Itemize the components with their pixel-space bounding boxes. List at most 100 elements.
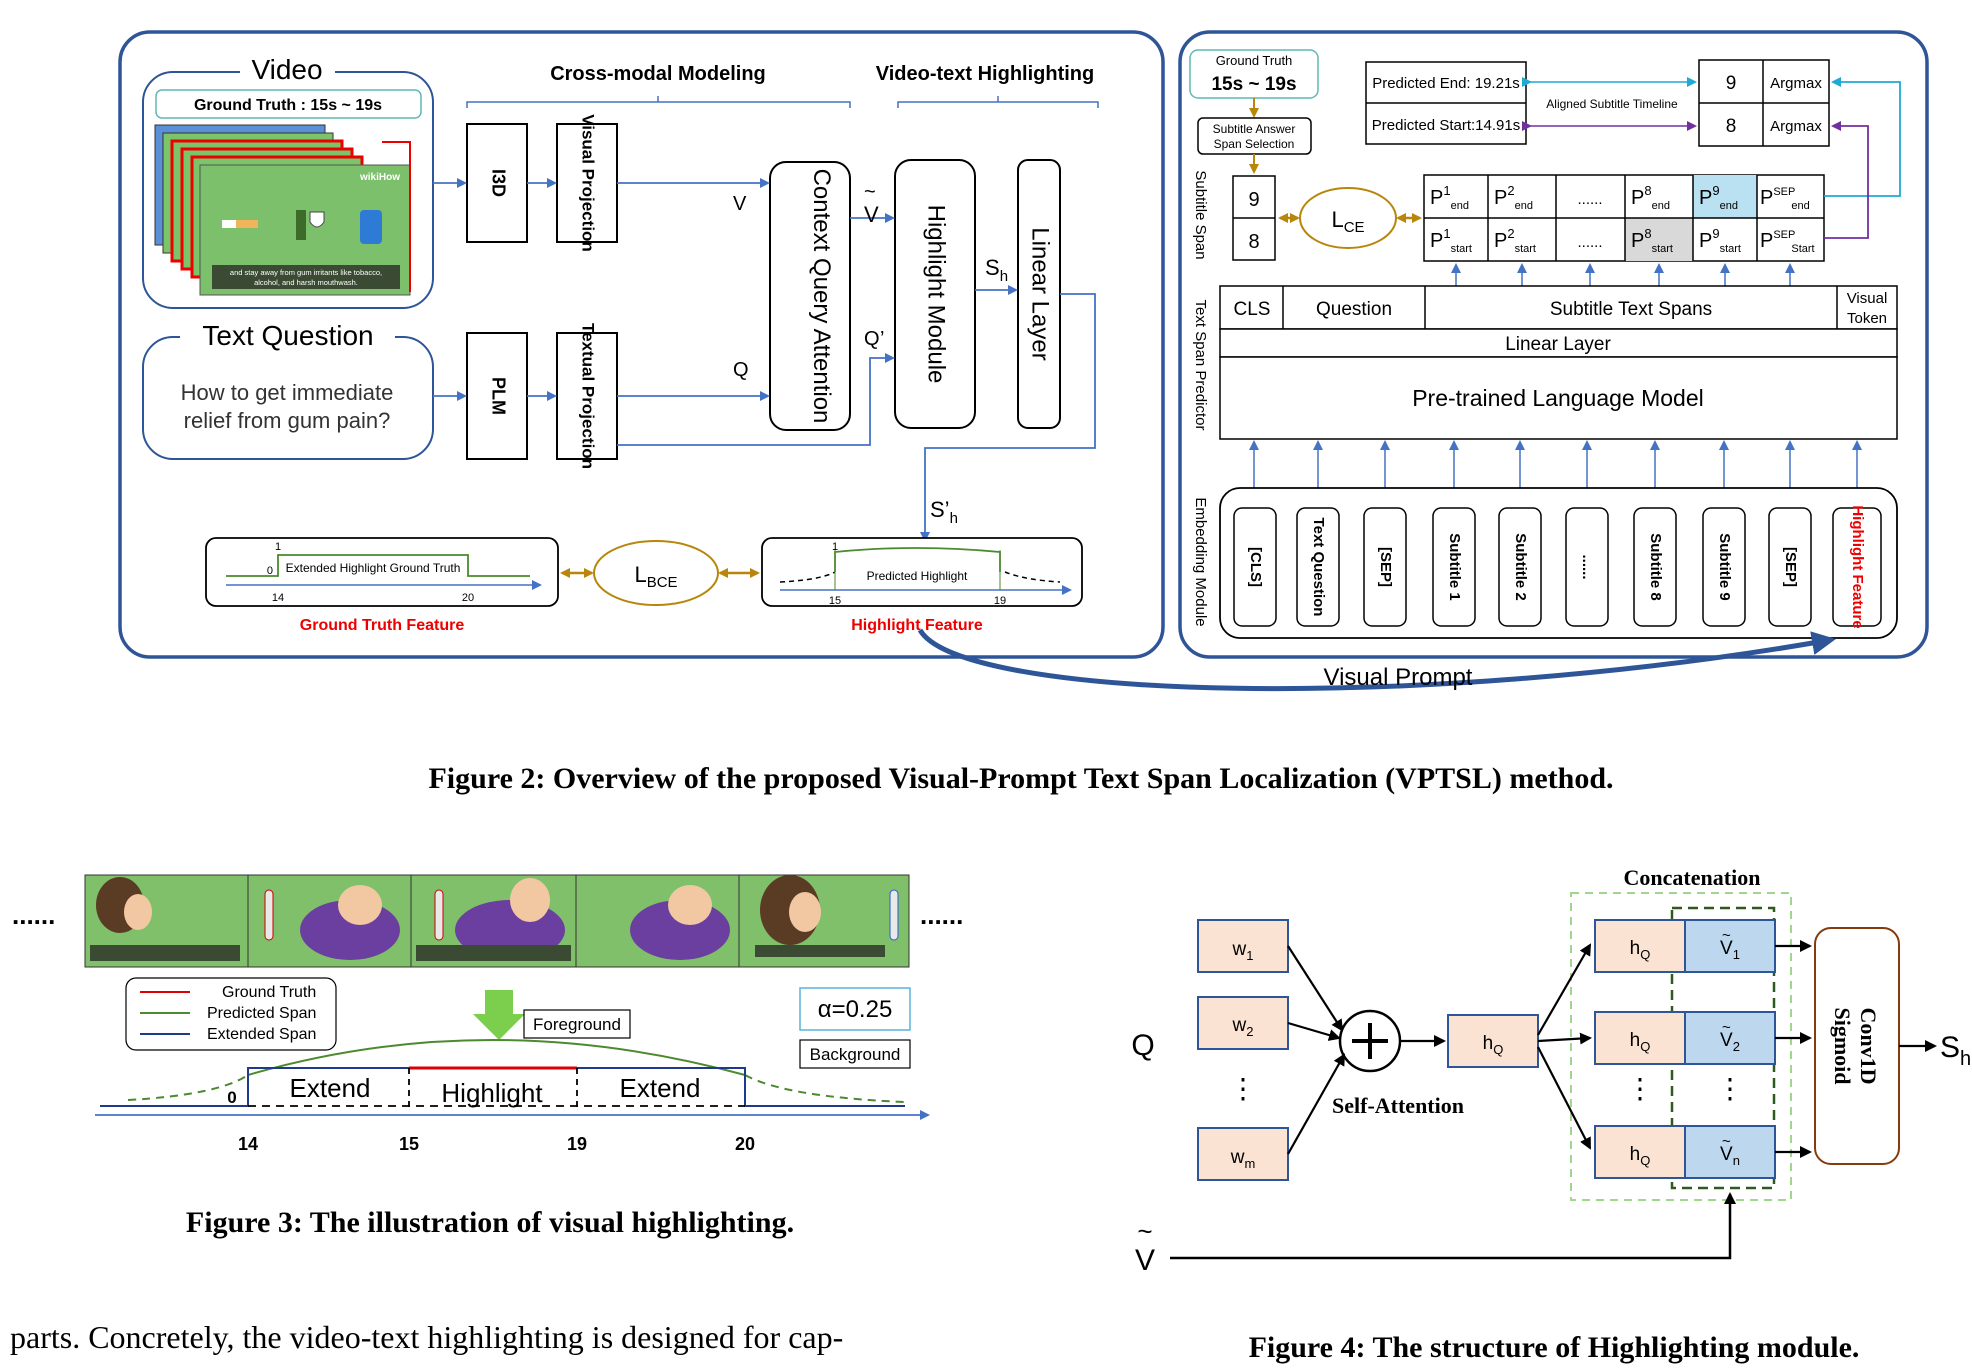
concat-outer-box	[1570, 892, 1792, 1201]
textual-projection-box	[556, 332, 618, 460]
fig2-right-panel	[1178, 30, 1929, 659]
p-start-1: P1start	[1430, 226, 1472, 255]
right-linear-layer	[1219, 328, 1898, 358]
v-row-2	[1684, 1011, 1776, 1065]
hq-row-2	[1594, 1011, 1686, 1065]
hq-row-1	[1594, 919, 1686, 973]
hq-center-box	[1447, 1014, 1539, 1068]
argmax-9: 9	[1726, 73, 1737, 94]
right-gt-value: 15s ~ 19s	[1211, 74, 1296, 95]
right-linear-layer-label: Linear Layer	[1505, 334, 1611, 355]
span-8: 8	[1248, 231, 1259, 253]
hq-row-2-label: hQ	[1630, 1030, 1651, 1054]
cqa-label: Context Query Attention	[808, 169, 835, 424]
token-sep-1: [SEP]	[1377, 547, 1394, 587]
q-prime-label: Q	[864, 328, 880, 350]
out-visual-token-2: Token	[1847, 310, 1887, 327]
v-row-1	[1684, 919, 1776, 973]
question-line-1: How to get immediate	[181, 380, 394, 405]
highlight-module-box	[894, 159, 976, 429]
v-vdots: ⋮	[1716, 1073, 1744, 1104]
token-cls: [CLS]	[1247, 547, 1264, 587]
frame-caption-2: alcohol, and harsh mouthwash.	[254, 278, 358, 287]
hq-row-1-label: hQ	[1630, 938, 1651, 962]
background-label: Background	[810, 1045, 901, 1064]
p-start-dots: ......	[1577, 234, 1602, 251]
predicted-end: Predicted End: 19.21s	[1372, 75, 1520, 92]
q-label: Q	[733, 359, 749, 381]
foreground-arrow	[473, 990, 525, 1040]
v-row-2-label: V2	[1720, 1030, 1740, 1054]
hq-center-label: hQ	[1483, 1033, 1504, 1057]
pretrained-lm-label: Pre-trained Language Model	[1412, 385, 1704, 411]
token-text-question: Text Question	[1310, 518, 1327, 617]
highlight-feature-box	[761, 537, 1083, 607]
highlight-feature-label: Highlight Feature	[851, 617, 983, 634]
out-visual-token-1: Visual	[1847, 290, 1888, 307]
hl-curve-label: Predicted Highlight	[867, 569, 968, 583]
foreground-box	[523, 1009, 631, 1039]
token-subtitle-1: Subtitle 1	[1446, 533, 1463, 601]
foreground-label: Foreground	[533, 1015, 621, 1034]
hl-x1: 15	[829, 595, 841, 607]
gt-zero-label: 0	[267, 565, 273, 577]
legend-ground-truth: Ground Truth	[222, 984, 316, 1001]
legend-predicted-span: Predicted Span	[207, 1005, 316, 1022]
argmax-8: 8	[1726, 116, 1737, 137]
out-subtitle-spans: Subtitle Text Spans	[1550, 299, 1712, 320]
gt-x1: 14	[272, 592, 284, 604]
v-row-2-tilde: ~	[1722, 1019, 1731, 1036]
fig3-zero-label: 0	[227, 1088, 236, 1107]
side-label-subtitle-span: Subtitle Span	[1192, 170, 1209, 259]
token-subtitle-8: Subtitle 8	[1647, 533, 1664, 601]
fig4-q-label: Q	[1131, 1029, 1154, 1062]
video-frames: wikiHow and stay away from gum irritants…	[154, 124, 411, 296]
video-title: Video	[251, 54, 322, 85]
i3d-label: I3D	[488, 169, 508, 197]
sigmoid-label: Sigmoid	[1830, 1007, 1855, 1084]
fig3-tick-19: 19	[567, 1134, 587, 1154]
token-output-row	[1219, 285, 1898, 330]
side-label-embedding-module: Embedding Module	[1192, 497, 1209, 626]
figure-2: Video Ground Truth : 15s ~ 19s wikiHow a…	[118, 30, 1929, 795]
figure-3-caption: Figure 3: The illustration of visual hig…	[186, 1206, 794, 1239]
figure-4: Concatenation Q w1 w2 ⋮ wm Self-Attentio…	[1131, 865, 1971, 1364]
legend-extended-span: Extended Span	[207, 1026, 316, 1043]
visual-projection-label: Visual Projection	[579, 114, 598, 252]
sh-prime-label: S’h	[930, 497, 958, 527]
context-query-attention-box	[769, 161, 851, 431]
figure-4-caption: Figure 4: The structure of Highlighting …	[1249, 1331, 1860, 1364]
visual-projection-box	[556, 123, 618, 243]
concatenation-label: Concatenation	[1624, 865, 1761, 890]
fig4-v-bottom: V	[1135, 1244, 1155, 1277]
linear-layer-label: Linear Layer	[1027, 227, 1054, 360]
w1-label: w1	[1232, 939, 1254, 963]
v-row-1-tilde: ~	[1722, 927, 1731, 944]
hq-row-n-label: hQ	[1630, 1144, 1651, 1168]
predicted-start: Predicted Start:14.91s	[1372, 117, 1520, 134]
i3d-box	[466, 123, 528, 243]
w1-box	[1197, 919, 1289, 973]
out-cls: CLS	[1234, 299, 1271, 320]
aligned-timeline-label: Aligned Subtitle Timeline	[1546, 97, 1678, 111]
p-end-8: P8end	[1631, 183, 1670, 212]
visual-prompt-label: Visual Prompt	[1324, 664, 1473, 691]
wm-box	[1197, 1127, 1289, 1181]
alpha-box	[799, 987, 911, 1031]
gt-one-label: 1	[275, 541, 281, 553]
span-selection-line-2: Span Selection	[1214, 137, 1295, 151]
fig3-legend	[125, 977, 337, 1051]
alpha-label: α=0.25	[818, 996, 893, 1023]
highlight-module-label: Highlight Module	[923, 205, 950, 384]
frame-logo: wikiHow	[359, 172, 400, 183]
p-start-8: P8start	[1631, 226, 1673, 255]
frame-caption-1: and stay away from gum irritants like to…	[230, 268, 382, 277]
self-attention-label: Self-Attention	[1332, 1093, 1464, 1118]
fig3-tick-14: 14	[238, 1134, 258, 1154]
fig3-tick-20: 20	[735, 1134, 755, 1154]
token-subtitle-2: Subtitle 2	[1512, 533, 1529, 601]
token-subtitle-9: Subtitle 9	[1716, 533, 1733, 601]
background-box	[799, 1039, 911, 1069]
body-text-line-1: parts. Concretely, the video-text highli…	[10, 1319, 843, 1355]
